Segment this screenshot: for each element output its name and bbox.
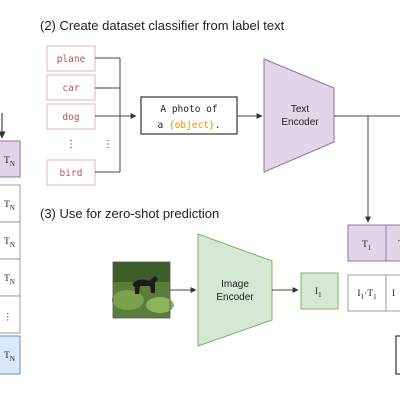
text-embedding-label-next: T: [398, 240, 400, 250]
label-list: plane car dog ⋮ ⋮ bird: [46, 45, 113, 186]
label-plane: plane: [57, 54, 86, 65]
similarity-cell-next: [385, 274, 400, 312]
left-text-embedding-column: TN TN TN TN ⋮ TN: [0, 113, 21, 375]
left-highlight-cell: [0, 335, 21, 375]
prompt-line2: a {object}.: [158, 120, 221, 131]
prompt-template-box: [140, 96, 238, 135]
left-row-label: ⋮: [3, 313, 13, 323]
label-box-plane: [46, 45, 96, 72]
prompt-line1: A photo of: [160, 104, 217, 115]
section3-title: (3) Use for zero-shot prediction: [40, 206, 219, 221]
text-encoder-label-line2: Encoder: [281, 117, 319, 128]
dog-photo-icon: [112, 261, 174, 319]
text-encoder-shape: [263, 58, 335, 173]
text-embedding-cell-next: [385, 224, 400, 262]
label-connector-ellipsis: ⋮: [103, 139, 113, 150]
label-ellipsis: ⋮: [66, 139, 76, 150]
text-embedding-cell-t1: [347, 224, 387, 262]
image-encoder-label-line1: Image: [221, 279, 249, 290]
text-encoder-output: [334, 115, 400, 223]
label-car: car: [62, 83, 79, 94]
text-embedding-label-t1: T1: [362, 240, 372, 252]
similarity-cell-i1t1: [347, 274, 387, 312]
label-box-car: [46, 74, 96, 101]
text-encoder-label-line1: Text: [291, 104, 310, 115]
similarity-label-i1t1: I1·T1: [357, 289, 377, 301]
left-row-label: TN: [4, 237, 15, 249]
image-encoder-label-line2: Encoder: [216, 292, 254, 303]
image-embedding-label: I1: [315, 287, 322, 299]
label-connectors: [95, 57, 137, 173]
left-row-label: TN: [4, 274, 15, 286]
label-box-bird: [46, 159, 96, 186]
left-row-label: TN: [4, 200, 15, 212]
label-bird: bird: [60, 168, 83, 179]
left-header-label: TN: [4, 156, 15, 168]
section2-title: (2) Create dataset classifier from label…: [40, 18, 285, 33]
image-encoder-shape: [197, 233, 273, 347]
left-header-cell: [0, 140, 21, 178]
left-row-cell: [0, 295, 21, 334]
prediction-box-partial: [395, 335, 400, 375]
left-row-label: TN: [4, 351, 15, 363]
label-dog: dog: [62, 112, 79, 123]
image-embedding-cell: [300, 272, 339, 310]
similarity-label-next: I: [392, 289, 395, 299]
